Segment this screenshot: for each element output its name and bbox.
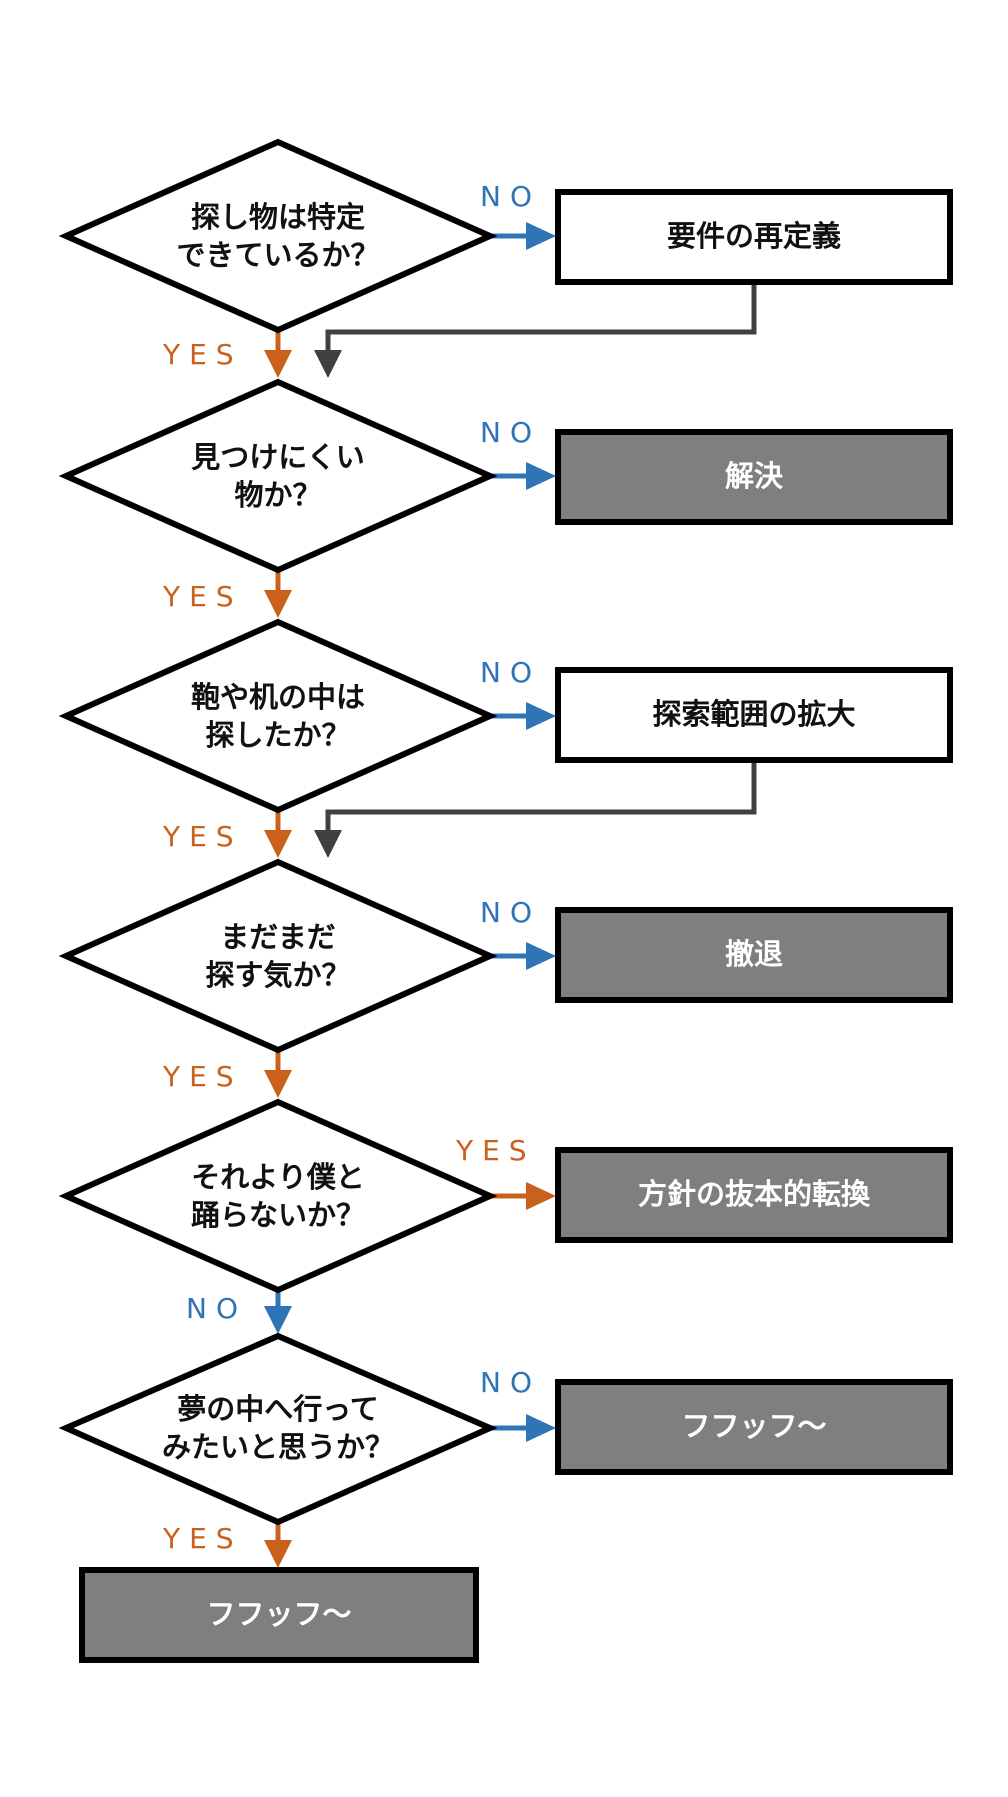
- edge-label-no: NO: [186, 1292, 247, 1325]
- edge-o3-return: [314, 762, 757, 858]
- edge-label-no: NO: [480, 180, 541, 213]
- edge-d1-no: NO: [480, 180, 556, 250]
- edge-d5-no: NO: [186, 1290, 292, 1334]
- decision-d5: それより僕と 踊らないか？: [58, 1098, 498, 1294]
- edge-d2-no: NO: [480, 416, 556, 490]
- edge-d4-yes: YES: [162, 1050, 292, 1098]
- edge-label-yes: YES: [162, 1060, 243, 1093]
- decision-d3: 鞄や机の中は 探したか？: [58, 618, 498, 814]
- decision-d4: まだまだ 探す気か？: [58, 858, 498, 1054]
- decision-d6: 夢の中へ行って みたいと思うか？: [58, 1332, 498, 1526]
- edge-label-yes: YES: [162, 820, 243, 853]
- outcome-label: 探索範囲の拡大: [652, 697, 855, 731]
- decision-text-line: 見つけにくい: [191, 440, 364, 474]
- edge-label-yes: YES: [162, 338, 243, 371]
- decision-text-line: 夢の中へ行って: [177, 1392, 379, 1426]
- edge-label-no: NO: [480, 416, 541, 449]
- edge-d4-no: NO: [480, 896, 556, 970]
- edge-d5-yes: YES: [455, 1134, 556, 1210]
- edge-d3-no: NO: [480, 656, 556, 730]
- outcome-o3: 探索範囲の拡大: [555, 667, 953, 763]
- edge-label-no: NO: [480, 1366, 541, 1399]
- edge-label-no: NO: [480, 656, 541, 689]
- edge-d6-yes: YES: [162, 1522, 292, 1568]
- decision-text-line: まだまだ: [220, 920, 335, 954]
- edge-label-yes: YES: [455, 1134, 536, 1167]
- edge-o1-return: [314, 284, 757, 378]
- outcome-label: フフッフ〜: [681, 1409, 826, 1443]
- edge-d6-no: NO: [480, 1366, 556, 1442]
- edge-label-no: NO: [480, 896, 541, 929]
- outcome-o6: フフッフ〜: [555, 1379, 953, 1475]
- decision-d1: 探し物は特定 できているか？: [58, 138, 498, 334]
- outcome-o2: 解決: [555, 429, 953, 525]
- decision-text-line: 鞄や机の中は: [191, 680, 365, 714]
- outcome-label: 方針の抜本的転換: [638, 1177, 871, 1211]
- decision-text-line: 物か？: [234, 478, 321, 512]
- edge-label-yes: YES: [162, 580, 243, 613]
- decision-text-line: 探したか？: [205, 718, 350, 752]
- outcome-label: フフッフ〜: [206, 1597, 351, 1631]
- decision-text-line: 踊らないか？: [191, 1198, 365, 1232]
- decision-text-line: 探す気か？: [205, 958, 350, 992]
- decision-d2: 見つけにくい 物か？: [58, 378, 498, 574]
- decision-text-line: みたいと思うか？: [162, 1430, 394, 1464]
- outcome-o7: フフッフ〜: [79, 1567, 479, 1663]
- outcome-o1: 要件の再定義: [555, 189, 953, 285]
- edge-d2-yes: YES: [162, 570, 292, 618]
- outcome-label: 解決: [725, 459, 784, 493]
- outcome-o4: 撤退: [555, 907, 953, 1003]
- edge-label-yes: YES: [162, 1522, 243, 1555]
- edge-d1-yes: YES: [162, 330, 292, 378]
- decision-text-line: 探し物は特定: [191, 200, 365, 234]
- outcome-o5: 方針の抜本的転換: [555, 1147, 953, 1243]
- outcome-label: 要件の再定義: [667, 219, 841, 253]
- decision-text-line: できているか？: [176, 238, 379, 272]
- decision-text-line: それより僕と: [191, 1160, 364, 1194]
- outcome-label: 撤退: [725, 937, 783, 971]
- edge-d3-yes: YES: [162, 810, 292, 858]
